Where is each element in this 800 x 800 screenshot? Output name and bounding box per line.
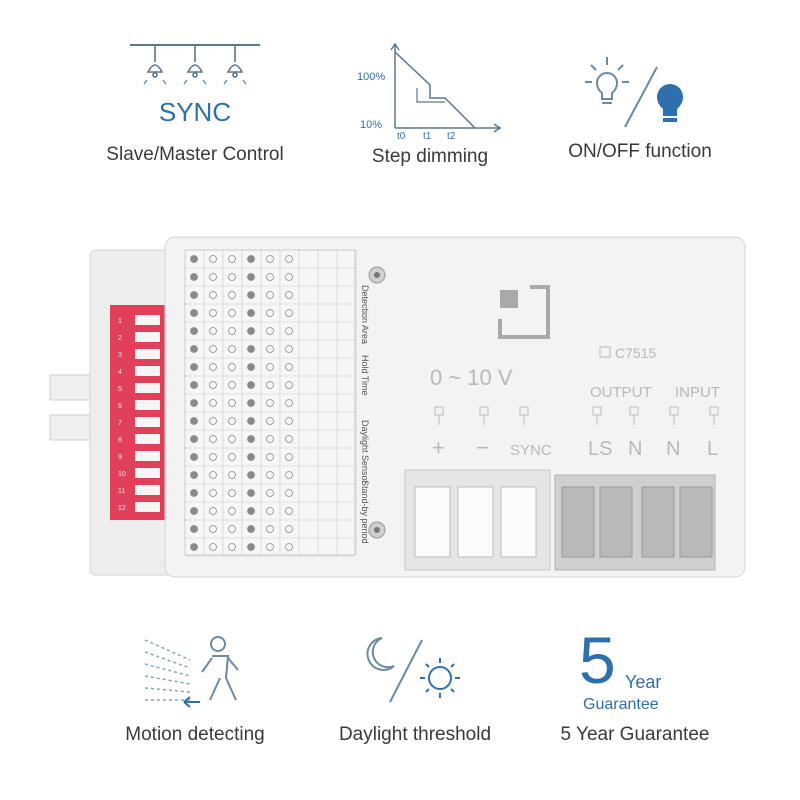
dip-switch-key[interactable] xyxy=(135,434,160,444)
graph-label-low: 10% xyxy=(360,119,382,131)
step-dimming-caption: Step dimming xyxy=(371,146,489,167)
dip-switch-key[interactable] xyxy=(135,383,160,393)
output-label: OUTPUT xyxy=(590,384,652,401)
motion-person-icon xyxy=(144,636,239,708)
dip-switch-number: 7 xyxy=(118,420,122,427)
terminal-minus[interactable] xyxy=(457,486,494,558)
feature-guarantee: 5 Year Guarantee 5 Year Guarantee xyxy=(535,623,735,746)
terminal-ls[interactable] xyxy=(561,486,595,558)
dip-switch-number: 11 xyxy=(118,488,125,495)
terminal-label-minus: − xyxy=(476,435,489,460)
dimming-range-label: 0 ~ 10 V xyxy=(430,365,513,390)
graph-label-high: 100% xyxy=(357,71,385,83)
feature-motion: Motion detecting xyxy=(95,630,295,746)
on-off-caption: ON/OFF function xyxy=(568,141,712,162)
terminal-label-n-out: N xyxy=(628,438,642,460)
five-year-badge-icon: 5 Year Guarantee xyxy=(575,623,695,713)
terminal-label-plus: + xyxy=(432,435,445,460)
bulb-on-off-icon xyxy=(585,57,683,128)
dip-switch-key[interactable] xyxy=(135,332,160,342)
dip-switch-key[interactable] xyxy=(135,417,160,427)
terminal-n-in[interactable] xyxy=(641,486,675,558)
dip-switch-number: 6 xyxy=(118,403,122,410)
graph-label-t1: t1 xyxy=(423,131,432,140)
dip-switch-key[interactable] xyxy=(135,485,160,495)
terminal-n-out[interactable] xyxy=(599,486,633,558)
input-label: INPUT xyxy=(675,384,720,401)
badge-number: 5 xyxy=(579,623,616,697)
graph-label-t0: t0 xyxy=(397,131,406,140)
dip-switch-number: 8 xyxy=(118,437,122,444)
dip-switch-key[interactable] xyxy=(135,502,160,512)
terminal-label-l: L xyxy=(707,438,718,460)
dip-switch-number: 3 xyxy=(118,352,122,359)
step-dimming-graph-icon: 100% 10% t0 t1 t2 xyxy=(357,42,502,140)
hold-time-title: Hold Time xyxy=(360,355,370,396)
dip-switch-number: 10 xyxy=(118,471,126,478)
terminal-sync[interactable] xyxy=(500,486,537,558)
terminal-plus[interactable] xyxy=(414,486,451,558)
dip-switch-key[interactable] xyxy=(135,400,160,410)
feature-sync: SYNC Slave/Master Control xyxy=(80,40,310,166)
detection-area-title: Detection Area xyxy=(360,285,370,344)
feature-step-dimming: 100% 10% t0 t1 t2 Step dimming xyxy=(345,40,515,168)
motion-caption: Motion detecting xyxy=(125,724,265,745)
dip-switch-number: 9 xyxy=(118,454,122,461)
dip-switch-key[interactable] xyxy=(135,315,160,325)
model-number: C7515 xyxy=(615,345,656,361)
feature-daylight: Daylight threshold xyxy=(320,630,510,746)
dip-switch-number: 1 xyxy=(118,318,122,325)
feature-on-off: ON/OFF function xyxy=(540,55,740,163)
terminal-l[interactable] xyxy=(679,486,713,558)
graph-label-t2: t2 xyxy=(447,131,456,140)
dip-switch-key[interactable] xyxy=(135,451,160,461)
dip-switch-number: 2 xyxy=(118,335,122,342)
terminal-label-ls: LS xyxy=(588,438,612,460)
brand-logo-icon xyxy=(500,290,518,308)
sync-lamps-icon xyxy=(130,44,260,85)
terminal-label-n-in: N xyxy=(666,438,680,460)
dip-switch-number: 5 xyxy=(118,386,122,393)
dip-switch-number: 4 xyxy=(118,369,122,376)
daylight-sensor-title: Daylight Sensor xyxy=(360,420,370,484)
guarantee-caption: 5 Year Guarantee xyxy=(560,724,710,745)
dip-switch-key[interactable] xyxy=(135,366,160,376)
moon-sun-icon xyxy=(366,637,460,703)
dip-switch-number: 12 xyxy=(118,505,126,512)
badge-guarantee: Guarantee xyxy=(583,696,659,713)
standby-period-title: Stand-by period xyxy=(360,480,370,544)
badge-year: Year xyxy=(625,672,662,692)
daylight-caption: Daylight threshold xyxy=(338,724,492,745)
dip-switch-key[interactable] xyxy=(135,468,160,478)
sync-title: SYNC xyxy=(158,97,232,127)
terminal-label-sync: SYNC xyxy=(510,442,552,459)
dip-switch-key[interactable] xyxy=(135,349,160,359)
sync-caption: Slave/Master Control xyxy=(106,144,284,165)
